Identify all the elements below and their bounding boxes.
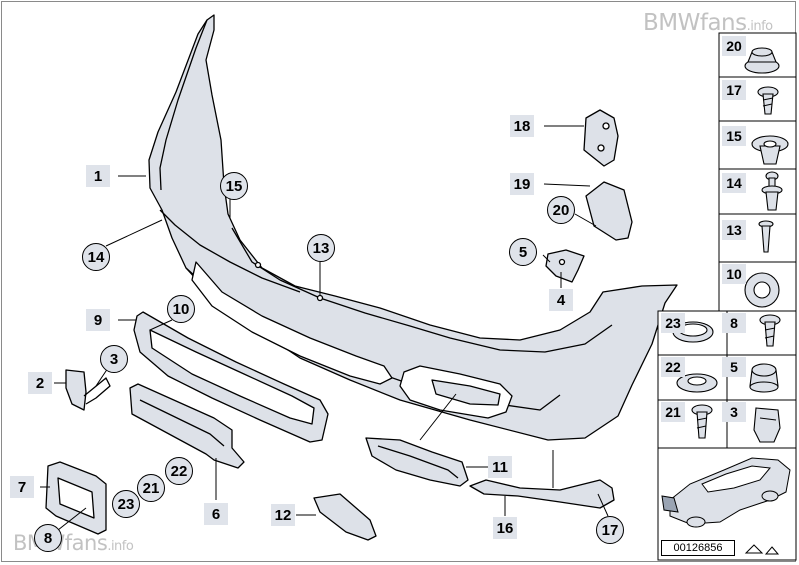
part-18-bracket: [583, 109, 619, 167]
callout-14[interactable]: 14: [82, 243, 110, 271]
fog-light-inner: [431, 379, 501, 406]
side-panel-5[interactable]: 5: [722, 357, 746, 377]
side-panel-17[interactable]: 17: [722, 80, 746, 100]
fastener-13-pin-icon: [758, 220, 774, 253]
part-9-grille-slot: [149, 329, 315, 425]
callout-9[interactable]: 9: [86, 309, 110, 331]
callout-11[interactable]: 11: [488, 456, 512, 478]
leader-lines: [40, 125, 609, 531]
fastener-23-grommet-icon: [672, 321, 714, 343]
fastener-22-washer-icon: [676, 373, 718, 393]
bumper-left-lip: [159, 209, 301, 293]
bumper-top-edge: [159, 19, 208, 191]
bumper-hole: [254, 261, 262, 269]
callout-22[interactable]: 22: [165, 457, 193, 485]
callout-6[interactable]: 6: [204, 503, 228, 525]
fastener-15-clip-icon: [751, 135, 789, 165]
callout-4[interactable]: 4: [549, 289, 573, 311]
callout-8[interactable]: 8: [34, 524, 62, 552]
part-12-panel: [313, 493, 377, 541]
fastener-3-clip-icon: [753, 407, 781, 443]
side-panel-10[interactable]: 10: [722, 264, 746, 284]
callout-1[interactable]: 1: [86, 165, 110, 187]
side-panel-icons: [672, 47, 789, 443]
part-4-angle-bracket: [545, 249, 585, 283]
up-arrow-icon: [764, 546, 780, 555]
fastener-14-rivet-icon: [761, 171, 783, 211]
callout-3[interactable]: 3: [100, 345, 128, 373]
callout-20[interactable]: 20: [547, 196, 575, 224]
fastener-10-washer-icon: [744, 272, 780, 308]
callout-21[interactable]: 21: [137, 474, 165, 502]
fastener-21-screw-icon: [691, 404, 713, 439]
callout-13[interactable]: 13: [307, 234, 335, 262]
side-panel-15[interactable]: 15: [722, 126, 746, 146]
watermark-top: BMWfans.info: [643, 10, 773, 36]
fastener-8-screw-icon: [759, 314, 781, 347]
fastener-20-nut-icon: [744, 47, 780, 74]
callout-17[interactable]: 17: [596, 516, 624, 544]
part-11-fog-cover: [365, 437, 469, 487]
side-panel-20[interactable]: 20: [722, 36, 746, 56]
part-6-plate-base: [129, 383, 245, 469]
fastener-17-screw-icon: [757, 86, 779, 115]
side-panel-13[interactable]: 13: [722, 220, 746, 240]
side-panel-14[interactable]: 14: [722, 173, 746, 193]
bumper-lower-grille: [191, 261, 393, 385]
part-16-spoiler: [469, 479, 615, 509]
fastener-5-capnut-icon: [749, 363, 779, 393]
callout-19[interactable]: 19: [510, 173, 534, 195]
part-4-hole: [558, 258, 566, 266]
car-thumbnail: [661, 457, 791, 554]
side-panel-8[interactable]: 8: [722, 313, 746, 333]
part-2-wire: [83, 377, 111, 405]
bumper-upper-crease: [231, 227, 613, 353]
part-6-plate-ridge: [139, 399, 225, 447]
part-11-fog-edge: [377, 445, 459, 479]
part-18-hole-b: [597, 144, 605, 152]
part-19-mesh-bracket: [585, 181, 633, 241]
callout-5[interactable]: 5: [509, 238, 537, 266]
part-2-bracket: [65, 369, 87, 411]
callout-15[interactable]: 15: [220, 172, 248, 200]
side-panel-21[interactable]: 21: [661, 402, 685, 422]
callout-7[interactable]: 7: [10, 476, 34, 498]
callout-10[interactable]: 10: [167, 295, 195, 323]
callout-16[interactable]: 16: [493, 517, 517, 539]
bumper-hole-13: [316, 294, 324, 302]
side-panel-3[interactable]: 3: [722, 402, 746, 422]
callout-23[interactable]: 23: [112, 490, 140, 518]
diagram-id: 00126856: [661, 540, 735, 556]
watermark-bottom: BMWfans.info: [13, 531, 134, 555]
part-18-hole-a: [602, 122, 610, 130]
callout-18[interactable]: 18: [510, 115, 534, 137]
callout-12[interactable]: 12: [271, 504, 295, 526]
side-panel-23[interactable]: 23: [661, 313, 685, 333]
callout-2[interactable]: 2: [28, 372, 52, 394]
side-panel-22[interactable]: 22: [661, 357, 685, 377]
part-7-plate-slot: [57, 477, 95, 519]
